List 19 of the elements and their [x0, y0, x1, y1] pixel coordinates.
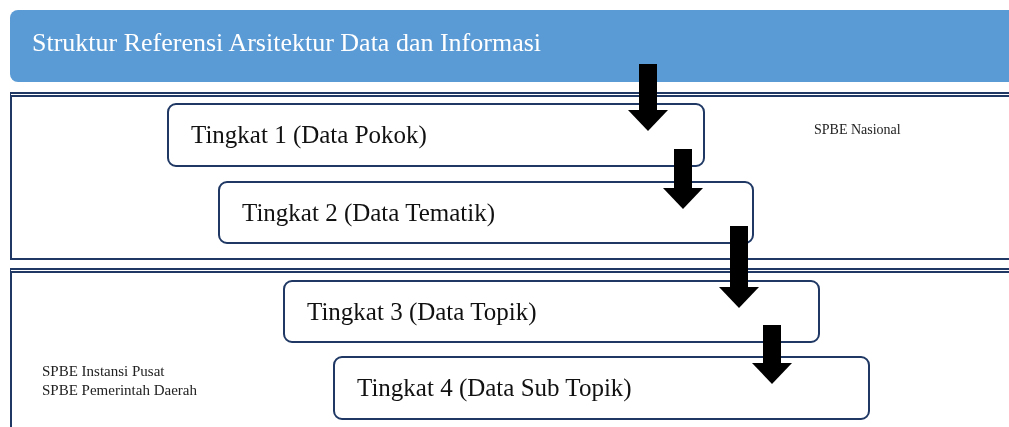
- level-label: Tingkat 1 (Data Pokok): [191, 121, 427, 149]
- scope-panel: [10, 92, 1009, 260]
- down-arrow: [719, 226, 759, 308]
- title-text: Struktur Referensi Arsitektur Data dan Informasi: [32, 28, 542, 58]
- scope-label: SPBE Instansi Pusat: [42, 363, 166, 380]
- down-arrow: [663, 149, 703, 209]
- scope-label: SPBE Nasional: [814, 122, 901, 138]
- level-label: Tingkat 4 (Data Sub Topik): [357, 374, 632, 402]
- level-box: [218, 181, 754, 244]
- level-box: [283, 280, 820, 343]
- down-arrow: [628, 64, 668, 131]
- level-label: Tingkat 3 (Data Topik): [307, 297, 537, 326]
- scope-label: SPBE Pemerintah Daerah: [42, 382, 197, 399]
- scope-panel: [10, 268, 1009, 427]
- title-banner: [10, 10, 1009, 82]
- down-arrow: [752, 325, 792, 384]
- level-box: [333, 356, 870, 420]
- level-box: [167, 103, 705, 167]
- level-label: Tingkat 2 (Data Tematik): [242, 198, 496, 227]
